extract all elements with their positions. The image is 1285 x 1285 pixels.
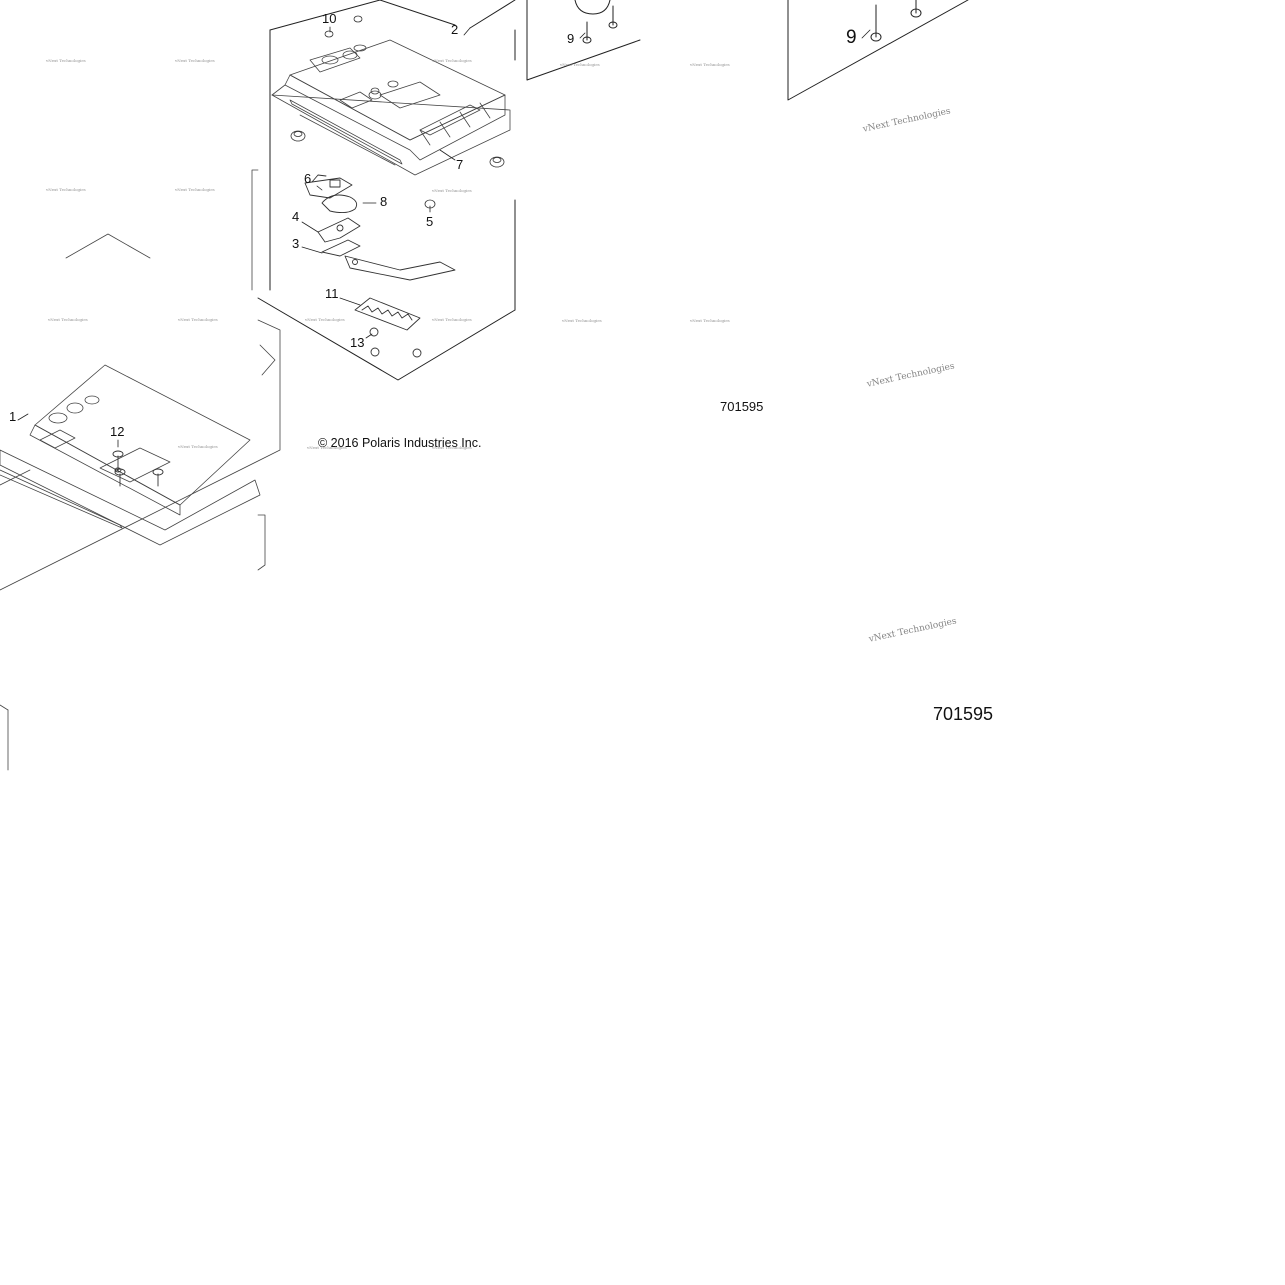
watermark: vNext Technologies <box>432 445 472 450</box>
watermark: vNext Technologies <box>305 317 345 322</box>
callout-12: 12 <box>110 424 125 439</box>
copyright-notice: © 2016 Polaris Industries Inc. <box>318 436 482 450</box>
reference-number-large: 701595 <box>933 704 994 724</box>
seat-base-assembly <box>271 39 511 176</box>
callout-7: 7 <box>456 157 464 172</box>
watermark: vNext Technologies <box>307 445 347 450</box>
watermark: vNext Technologies <box>48 317 88 322</box>
callout-3: 3 <box>292 236 300 251</box>
callout-9: 9 <box>567 31 575 46</box>
push-fasteners <box>112 450 164 487</box>
callout-10: 10 <box>322 11 337 26</box>
left-seat-panel <box>0 169 281 771</box>
watermark: vNext Technologies <box>46 58 86 63</box>
watermark: vNext Technologies <box>432 188 472 193</box>
callout-1: 1 <box>9 409 17 424</box>
callout-8: 8 <box>380 194 388 209</box>
watermark: vNext Technologies <box>46 187 86 192</box>
upper-right-panel <box>787 0 969 101</box>
watermark: vNext Technologies <box>175 58 215 63</box>
watermark: vNext Technologies <box>562 318 602 323</box>
callout-9-large: 9 <box>846 27 857 48</box>
center-panel-frame <box>257 0 516 381</box>
watermark: vNext Technologies <box>178 444 218 449</box>
reference-number: 701595 <box>720 399 764 414</box>
watermark: vNext Technologies <box>690 62 730 67</box>
callout-13: 13 <box>350 335 365 350</box>
seal-strip <box>354 297 422 358</box>
bumper-grommets <box>290 15 505 209</box>
watermark: vNext Technologies <box>175 187 215 192</box>
callout-2: 2 <box>451 22 459 37</box>
watermark: vNext Technologies <box>690 318 730 323</box>
callout-11: 11 <box>325 286 339 301</box>
leader-lines <box>17 26 871 448</box>
latch-assembly <box>304 174 456 281</box>
watermark: vNext Technologies <box>178 317 218 322</box>
watermark: vNext Technologies <box>432 58 472 63</box>
callout-5: 5 <box>426 214 434 229</box>
callout-6: 6 <box>304 171 312 186</box>
upper-middle-panel <box>526 0 641 81</box>
watermark: vNext Technologies <box>432 317 472 322</box>
watermark: vNext Technologies <box>560 62 600 67</box>
callout-4: 4 <box>292 209 300 224</box>
